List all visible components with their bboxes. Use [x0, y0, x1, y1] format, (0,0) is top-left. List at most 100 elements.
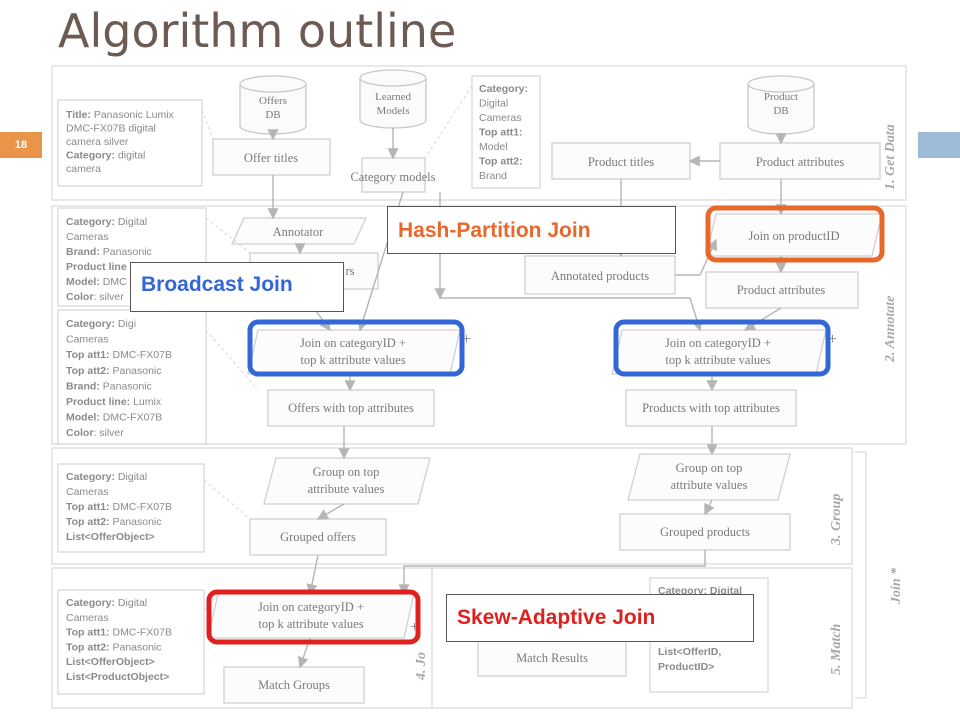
grouped-line: List<OfferObject>: [66, 531, 155, 543]
grouped-products-label: Grouped products: [660, 525, 750, 539]
slide-title: Algorithm outline: [58, 4, 457, 58]
match-groups-box: [223, 666, 365, 704]
annotated-offer-line: Category: Digital: [66, 216, 147, 228]
plus-left: +: [462, 331, 471, 348]
offers-top-attributes-box: [267, 389, 435, 427]
group-left-shape: [263, 457, 431, 505]
group-right-label-1: Group on top: [676, 461, 743, 475]
product-titles-box: [551, 142, 691, 180]
offers-db-label-2: DB: [265, 109, 280, 121]
match-result-line: List<OfferID,: [658, 646, 721, 658]
grouped-offers-label: Grouped offers: [280, 530, 356, 544]
join-category-bottom-label-1: Join on categoryID +: [258, 600, 364, 614]
grouped-line: Category: Digital: [66, 471, 147, 483]
joined-groups-line: Cameras: [66, 612, 109, 624]
join-category-left-label-1: Join on categoryID +: [300, 336, 406, 350]
match-result-line: ProductID>: [658, 661, 714, 673]
category-model-line: Brand: [479, 170, 507, 182]
grouped-line: Top att1: DMC-FX07B: [66, 501, 172, 513]
join-category-left-label-2: top k attribute values: [300, 353, 405, 367]
product-db-label-1: Product: [764, 91, 798, 103]
product-attributes-mid-label: Product attributes: [737, 283, 826, 297]
join-category-bottom-label-2: top k attribute values: [258, 617, 363, 631]
product-attributes-top-label: Product attributes: [756, 155, 845, 169]
offer-top-attrs-line: Model: DMC-FX07B: [66, 412, 162, 424]
learned-models-label-2: Models: [377, 105, 410, 117]
joined-groups-line: Top att1: DMC-FX07B: [66, 627, 172, 639]
stage-frame-group: [51, 447, 853, 565]
annotated-offer-line: Color: silver: [66, 291, 124, 303]
offer-top-attrs-line: Product line: Lumix: [66, 396, 162, 408]
join-category-right-label-2: top k attribute values: [665, 353, 770, 367]
broadcast-join-highlight-left: [247, 319, 465, 377]
annotated-offer-line: Product line: [66, 261, 127, 273]
offer-example-line: camera silver: [66, 136, 129, 148]
offer-top-attrs-line: Top att1: DMC-FX07B: [66, 349, 172, 361]
join-productid-label: Join on productID: [749, 229, 840, 243]
products-top-attributes-label: Products with top attributes: [642, 401, 780, 415]
offer-top-attrs-line: Category: Digi: [66, 318, 136, 330]
offer-example-line: camera: [66, 163, 101, 175]
offer-example-line: DMC-FX07B digital: [66, 123, 156, 135]
category-model-line: Category:: [479, 83, 528, 95]
group-left-label-1: Group on top: [313, 465, 380, 479]
annotated-offer-line: Cameras: [66, 231, 109, 243]
hash-partition-join-callout: Hash-Partition Join: [387, 206, 676, 254]
plus-right: +: [828, 331, 837, 348]
offer-example-panel: [57, 99, 203, 187]
offers-top-attributes-label: Offers with top attributes: [288, 401, 414, 415]
stage-label-match: 5. Match: [829, 623, 844, 675]
stage-label-join-fragment: 4. Jo: [414, 652, 429, 681]
group-right-shape: [627, 453, 791, 501]
category-model-line: Top att2:: [479, 156, 523, 168]
broadcast-join-highlight-right: [613, 319, 831, 377]
category-model-line: Cameras: [479, 112, 522, 124]
stage-label-get-data: 1. Get Data: [883, 124, 898, 190]
grouped-line: Top att2: Panasonic: [66, 516, 162, 528]
offer-titles-box: [212, 138, 331, 176]
stage-frame-match: [51, 567, 853, 709]
group-left-label-2: attribute values: [308, 482, 385, 496]
offers-db-label-1: Offers: [259, 95, 287, 107]
joined-groups-line: Top att2: Panasonic: [66, 641, 162, 653]
category-model-line: Model: [479, 141, 508, 153]
annotated-products-label: Annotated products: [551, 269, 649, 283]
offer-top-attrs-panel: [57, 309, 207, 445]
category-model-line: Digital: [479, 98, 508, 110]
product-db-label-2: DB: [773, 105, 788, 117]
joined-groups-line: List<OfferObject>: [66, 656, 155, 668]
joined-groups-panel: [57, 589, 205, 695]
broadcast-join-callout: Broadcast Join: [130, 262, 344, 312]
offer-example-line: Title: Panasonic Lumix: [66, 109, 175, 121]
category-models-label: Category models: [350, 170, 435, 184]
accent-bar: [918, 132, 960, 158]
grouped-panel: [57, 463, 205, 553]
join-category-right-label-1: Join on categoryID +: [665, 336, 771, 350]
hash-join-highlight: [705, 205, 885, 263]
product-titles-label: Product titles: [588, 155, 654, 169]
joined-groups-line: Category: Digital: [66, 597, 147, 609]
offer-titles-label: Offer titles: [244, 151, 298, 165]
skew-join-highlight: [206, 589, 421, 645]
category-model-line: Top att1:: [479, 127, 523, 139]
offer-example-line: Category: digital: [66, 150, 145, 162]
plus-bottom: +: [410, 619, 419, 636]
offer-top-attrs-line: Brand: Panasonic: [66, 380, 152, 392]
product-attributes-top-box: [719, 142, 881, 180]
match-results-box: [477, 639, 627, 677]
grouped-line: Cameras: [66, 486, 109, 498]
annotator-label: Annotator: [273, 225, 325, 239]
group-right-label-2: attribute values: [671, 478, 748, 492]
learned-models-label-1: Learned: [375, 91, 412, 103]
offer-top-attrs-line: Color: silver: [66, 427, 124, 439]
offer-top-attrs-line: Cameras: [66, 334, 109, 346]
stage-frame-get-data: [51, 65, 907, 201]
category-model-panel: [471, 75, 541, 189]
annotated-offer-line: Brand: Panasonic: [66, 246, 152, 258]
annotated-offer-line: Model: DMC: [66, 276, 127, 288]
annotated-offers-label: rs: [345, 264, 354, 278]
stage-label-group: 3. Group: [829, 494, 844, 546]
